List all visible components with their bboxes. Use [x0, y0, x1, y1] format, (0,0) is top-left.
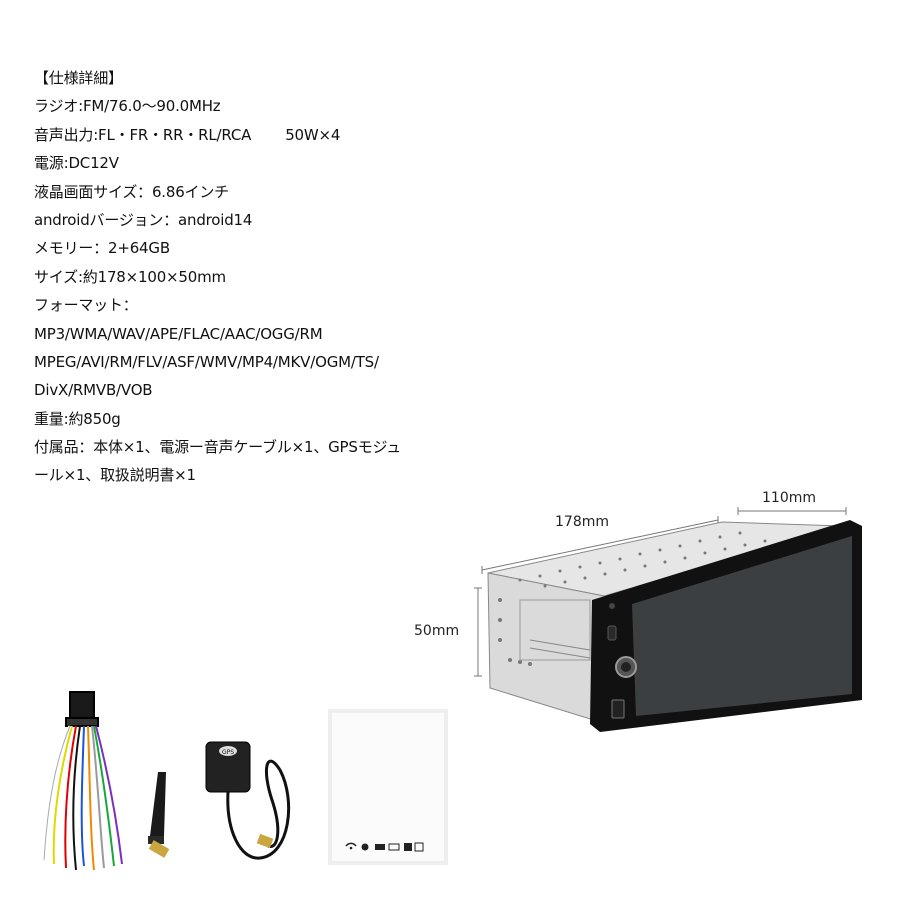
dimension-depth-label: 110mm [762, 490, 816, 506]
spec-size: サイズ:約178×100×50mm [34, 267, 226, 286]
spec-weight: 重量:約850g [34, 409, 121, 428]
spec-screen-size: 液晶画面サイズ：6.86インチ [34, 182, 229, 201]
antenna [148, 772, 170, 858]
dimension-height-label: 50mm [414, 623, 460, 639]
dimension-lines [474, 507, 847, 677]
spec-format-label: フォーマット： [34, 296, 138, 315]
usb-port [611, 699, 625, 719]
spec-title: 【仕様詳細】 [34, 69, 123, 87]
front-panel [590, 520, 862, 732]
spec-memory: メモリー：2+64GB [34, 239, 170, 258]
spec-accessories-2: ール×1、取扱説明書×1 [34, 466, 196, 485]
spec-power: 電源:DC12V [34, 154, 119, 173]
instruction-manual [328, 709, 448, 865]
spec-list: 【仕様詳細】 ラジオ:FM/76.0～90.0MHz 音声出力:FL・FR・RR… [34, 64, 494, 490]
spec-audio-output-value: 音声出力:FL・FR・RR・RL/RCA [34, 125, 252, 144]
spec-format-line-3: DivX/RMVB/VOB [34, 381, 153, 400]
spec-format-line-2: MPEG/AVI/RM/FLV/ASF/WMV/MP4/MKV/OGM/TS/ [34, 352, 379, 371]
spec-audio-output: 音声出力:FL・FR・RR・RL/RCA 50W×4 [34, 121, 494, 149]
spec-format-line-1: MP3/WMA/WAV/APE/FLAC/AAC/OGG/RM [34, 324, 323, 343]
spec-android-version: androidバージョン：android14 [34, 210, 253, 229]
spec-accessories-1: 付属品：本体×1、電源ー音声ケーブル×1、GPSモジュ [34, 438, 402, 457]
spec-radio: ラジオ:FM/76.0～90.0MHz [34, 97, 221, 116]
spec-audio-power: 50W×4 [285, 125, 341, 144]
gps-label: GPS [222, 749, 234, 756]
gps-module [205, 741, 291, 860]
wiring-harness [42, 691, 123, 871]
dimension-length-label: 178mm [555, 514, 609, 530]
